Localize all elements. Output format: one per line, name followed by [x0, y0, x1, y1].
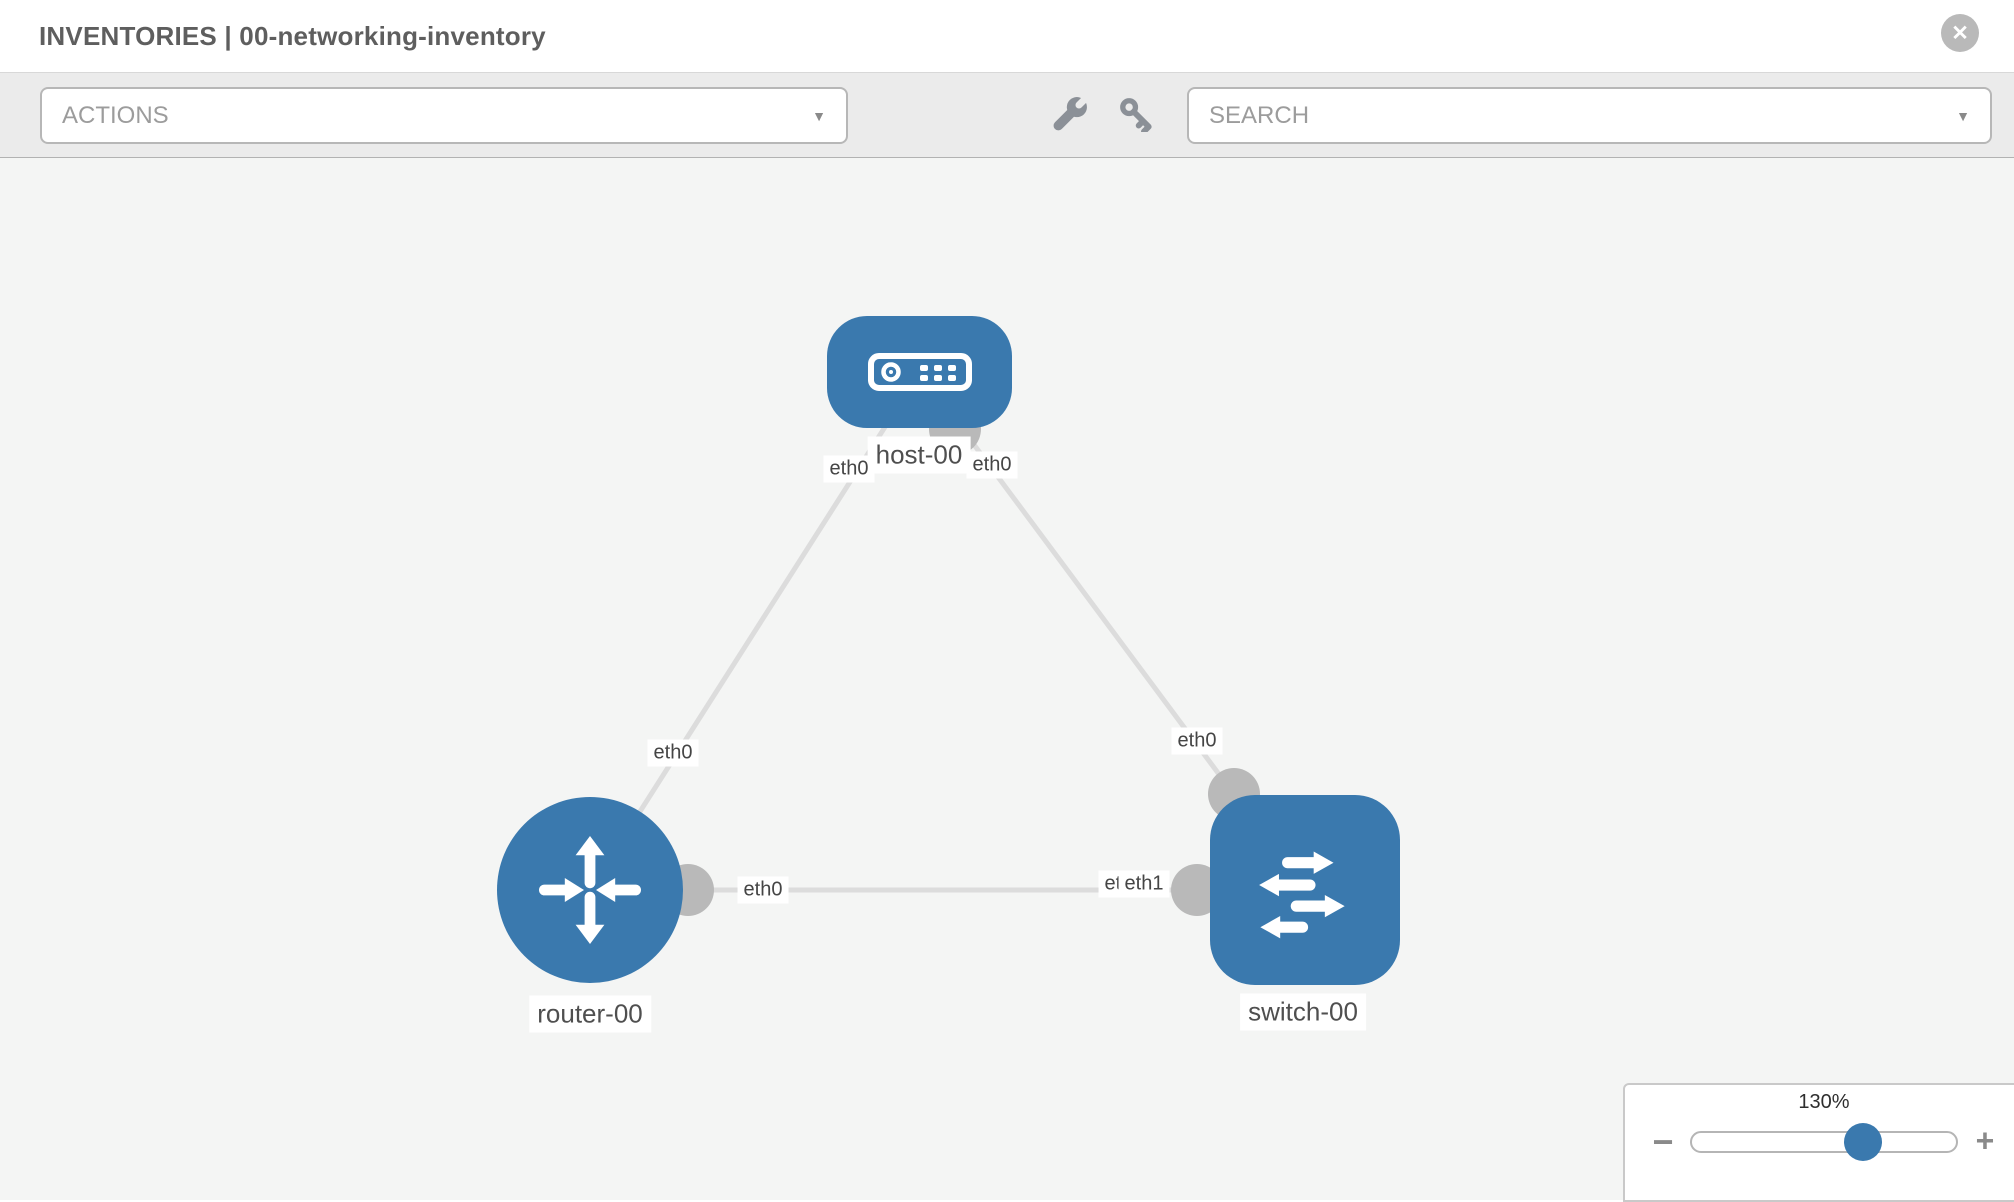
- page-title: INVENTORIES | 00-networking-inventory: [39, 21, 546, 51]
- switch-arrows-icon: [1259, 851, 1345, 939]
- zoom-slider-track[interactable]: [1690, 1131, 1958, 1153]
- actions-dropdown-label: ACTIONS: [62, 101, 169, 129]
- zoom-slider-thumb[interactable]: [1844, 1123, 1882, 1161]
- node-label-switch-00[interactable]: switch-00: [1240, 993, 1366, 1031]
- node-router-00[interactable]: [497, 797, 683, 983]
- zoom-in-button[interactable]: +: [1975, 1122, 1995, 1159]
- interface-label: eth0: [737, 876, 789, 904]
- wrench-icon[interactable]: [1052, 96, 1088, 132]
- interface-label: eth1: [1118, 870, 1170, 898]
- node-host-00[interactable]: [827, 316, 1012, 428]
- node-label-router-00[interactable]: router-00: [529, 995, 651, 1033]
- zoom-out-button[interactable]: −: [1652, 1121, 1674, 1162]
- interface-label: eth0: [1171, 727, 1223, 755]
- panel-header: INVENTORIES | 00-networking-inventory ✕: [0, 0, 2014, 73]
- zoom-level-value: 130%: [1798, 1091, 1850, 1113]
- interface-label: eth0: [823, 455, 875, 483]
- server-icon: [867, 353, 972, 391]
- actions-dropdown[interactable]: ACTIONS ▼: [40, 87, 848, 144]
- node-switch-00[interactable]: [1210, 795, 1400, 985]
- search-dropdown-label: SEARCH: [1209, 101, 1310, 129]
- links-layer: [587, 370, 1308, 916]
- topology-canvas[interactable]: host-00 router-00 switch-00 eth0 eth0 et…: [0, 158, 2014, 1200]
- key-icon[interactable]: [1118, 96, 1154, 132]
- close-button[interactable]: ✕: [1941, 14, 1979, 52]
- router-arrows-icon: [539, 836, 641, 944]
- node-label-host-00[interactable]: host-00: [867, 436, 971, 474]
- close-icon: ✕: [1951, 21, 1969, 45]
- search-dropdown[interactable]: SEARCH ▼: [1187, 87, 1992, 144]
- zoom-control-panel: 130% − +: [1623, 1083, 2014, 1202]
- chevron-down-icon: ▼: [1956, 107, 1970, 124]
- chevron-down-icon: ▼: [812, 107, 826, 124]
- toolbar: ACTIONS ▼ SEARCH ▼: [0, 73, 2014, 159]
- interface-label: eth0: [647, 739, 699, 767]
- interface-label: eth0: [966, 451, 1018, 479]
